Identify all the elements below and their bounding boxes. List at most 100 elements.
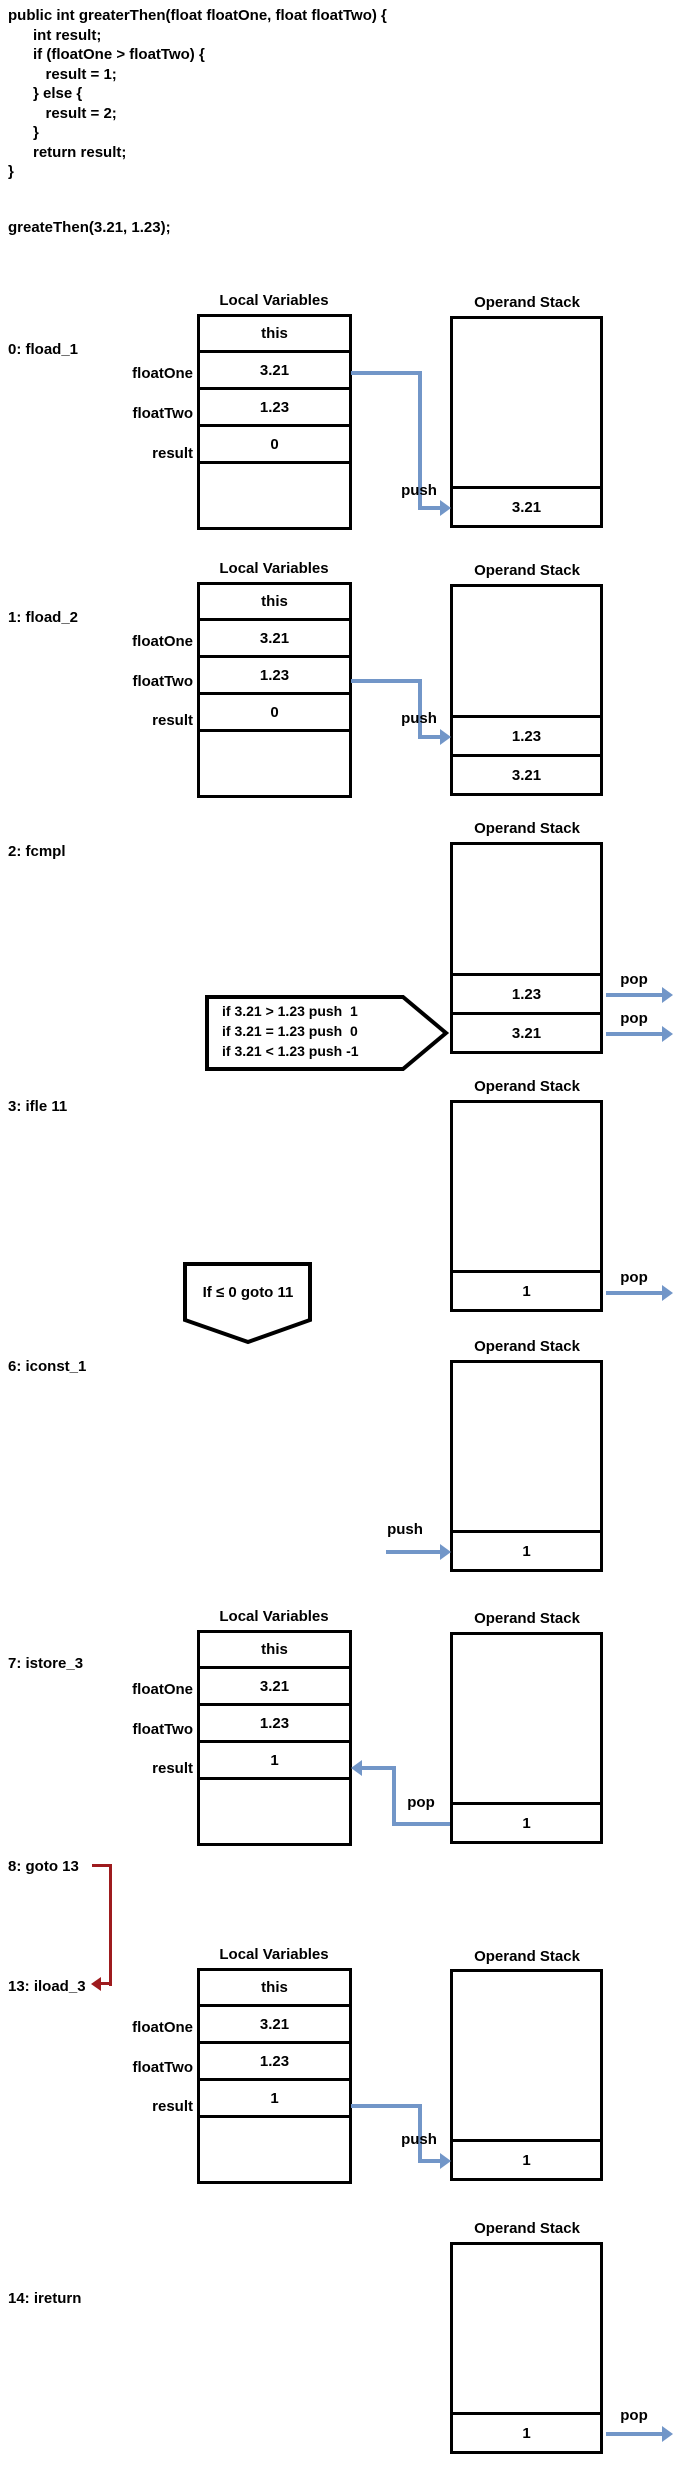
- pop-arrowhead-icon: [662, 1026, 673, 1042]
- instruction-label: 0: fload_1: [8, 341, 79, 358]
- stack-cell: 1: [453, 2412, 600, 2451]
- stack-cell: 1: [453, 1270, 600, 1309]
- instruction-label: 14: ireturn: [8, 2290, 82, 2307]
- code-line: public int greaterThen(float floatOne, f…: [8, 7, 387, 24]
- fcmpl-rule-line: if 3.21 < 1.23 push -1: [222, 1043, 359, 1059]
- lv-cell-this: this: [200, 1971, 349, 2007]
- row-label-floattwo: floatTwo: [132, 1721, 193, 1738]
- pop-arrowhead-icon: [662, 1285, 673, 1301]
- lv-cell-floatone: 3.21: [200, 353, 349, 390]
- push-arrow: [418, 371, 422, 510]
- local-variables-table: this 3.21 1.23 1: [197, 1630, 352, 1846]
- lv-cell-empty: [200, 464, 349, 527]
- pop-arrow: [362, 1766, 392, 1770]
- operand-stack-title: Operand Stack: [474, 1338, 580, 1355]
- method-call-line: greateThen(3.21, 1.23);: [8, 219, 171, 236]
- local-variables-title: Local Variables: [219, 560, 329, 577]
- goto-arrow: [92, 1864, 112, 1867]
- lv-cell-floattwo: 1.23: [200, 2044, 349, 2081]
- operand-stack-box: 1: [450, 1969, 603, 2181]
- operand-stack-box: 1: [450, 1360, 603, 1572]
- ifle-banner: [183, 1262, 312, 1345]
- row-label-floatone: floatOne: [132, 2019, 193, 2036]
- operand-stack-box: 1: [450, 1632, 603, 1844]
- push-label: push: [401, 2131, 437, 2148]
- pop-arrow: [606, 1291, 662, 1295]
- code-line: return result;: [8, 143, 127, 161]
- local-variables-table: this 3.21 1.23 0: [197, 582, 352, 798]
- ifle-banner-text: If ≤ 0 goto 11: [202, 1284, 294, 1301]
- local-variables-title: Local Variables: [219, 292, 329, 309]
- pop-arrowhead-icon: [662, 987, 673, 1003]
- lv-cell-this: this: [200, 1633, 349, 1669]
- row-label-result: result: [152, 445, 193, 462]
- push-arrow: [351, 679, 422, 683]
- push-arrow: [351, 2104, 422, 2108]
- fcmpl-rule-line: if 3.21 = 1.23 push 0: [222, 1023, 358, 1039]
- code-line: }: [8, 163, 14, 180]
- stack-cell: 1.23: [453, 973, 600, 1012]
- lv-cell-this: this: [200, 585, 349, 621]
- operand-stack-title: Operand Stack: [474, 1610, 580, 1627]
- lv-cell-floattwo: 1.23: [200, 390, 349, 427]
- code-line: int result;: [8, 26, 102, 44]
- instruction-label: 1: fload_2: [8, 609, 79, 626]
- operand-stack-title: Operand Stack: [474, 1948, 580, 1965]
- operand-stack-box: 1: [450, 2242, 603, 2454]
- instruction-label: 6: iconst_1: [8, 1358, 87, 1375]
- push-arrow: [418, 735, 442, 739]
- lv-cell-floatone: 3.21: [200, 1669, 349, 1706]
- row-label-result: result: [152, 712, 193, 729]
- stack-cell: 1: [453, 2139, 600, 2178]
- goto-arrowhead-icon: [91, 1977, 101, 1991]
- operand-stack-box: 3.21: [450, 316, 603, 528]
- lv-cell-floattwo: 1.23: [200, 1706, 349, 1743]
- pop-arrow: [392, 1822, 450, 1826]
- goto-arrow: [101, 1982, 112, 1985]
- operand-stack-box: 1.23 3.21: [450, 584, 603, 796]
- push-arrow: [418, 2104, 422, 2163]
- lv-cell-result: 1: [200, 2081, 349, 2118]
- goto-arrow: [109, 1864, 112, 1986]
- row-label-floatone: floatOne: [132, 633, 193, 650]
- code-line: result = 1;: [8, 65, 117, 83]
- push-arrow: [418, 506, 442, 510]
- pop-arrow: [606, 993, 662, 997]
- push-arrow: [351, 371, 422, 375]
- lv-cell-empty: [200, 1780, 349, 1843]
- lv-cell-result: 0: [200, 695, 349, 732]
- instruction-label: 7: istore_3: [8, 1655, 84, 1672]
- lv-cell-empty: [200, 732, 349, 795]
- lv-cell-result: 0: [200, 427, 349, 464]
- local-variables-title: Local Variables: [219, 1608, 329, 1625]
- operand-stack-title: Operand Stack: [474, 562, 580, 579]
- pop-arrow: [606, 1032, 662, 1036]
- code-line: if (floatOne > floatTwo) {: [8, 46, 205, 63]
- pop-arrow: [392, 1766, 396, 1826]
- lv-cell-result: 1: [200, 1743, 349, 1780]
- push-arrowhead-icon: [440, 1544, 451, 1560]
- push-label: push: [401, 482, 437, 499]
- operand-stack-title: Operand Stack: [474, 294, 580, 311]
- stack-cell: 3.21: [453, 486, 600, 525]
- instruction-label: 13: iload_3: [8, 1978, 86, 1995]
- stack-cell: 3.21: [453, 754, 600, 793]
- lv-cell-floattwo: 1.23: [200, 658, 349, 695]
- instruction-label: 2: fcmpl: [8, 843, 66, 860]
- row-label-floattwo: floatTwo: [132, 673, 193, 690]
- lv-cell-this: this: [200, 317, 349, 353]
- push-label: push: [401, 710, 437, 727]
- operand-stack-title: Operand Stack: [474, 2220, 580, 2237]
- instruction-label: 3: ifle 11: [8, 1098, 68, 1115]
- lv-cell-floatone: 3.21: [200, 2007, 349, 2044]
- row-label-result: result: [152, 2098, 193, 2115]
- pop-arrowhead-icon: [351, 1760, 362, 1776]
- row-label-result: result: [152, 1760, 193, 1777]
- pop-label: pop: [620, 971, 648, 988]
- lv-cell-empty: [200, 2118, 349, 2181]
- stack-cell: 1: [453, 1802, 600, 1841]
- local-variables-title: Local Variables: [219, 1946, 329, 1963]
- stack-cell: 1: [453, 1530, 600, 1569]
- local-variables-table: this 3.21 1.23 0: [197, 314, 352, 530]
